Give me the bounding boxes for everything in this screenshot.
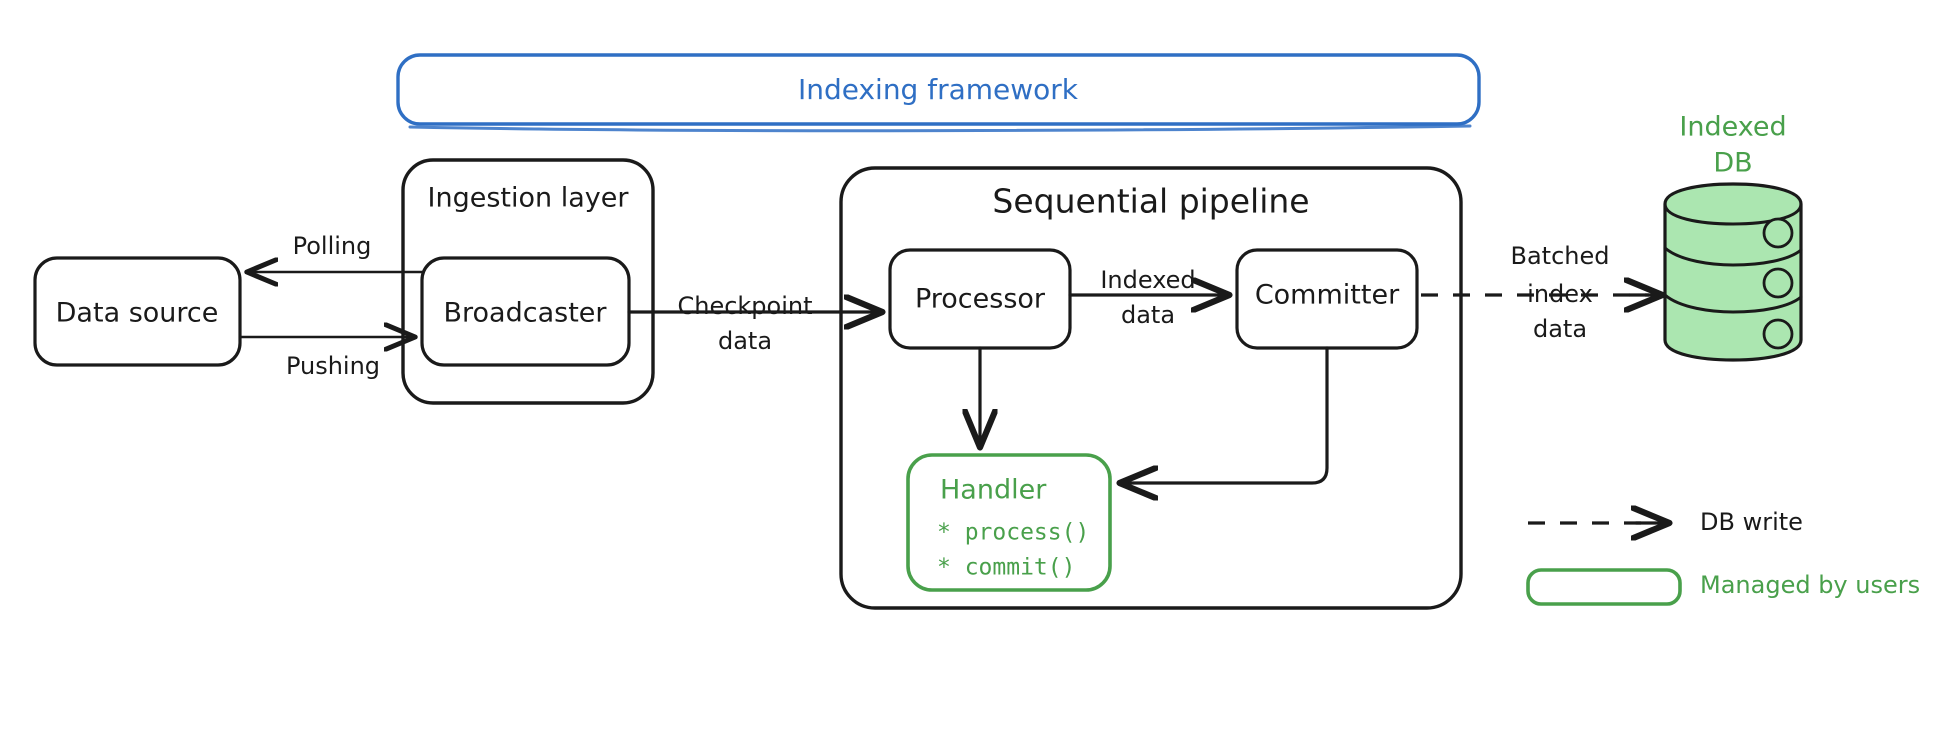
- sequential-pipeline-group: Sequential pipeline: [839, 166, 1463, 610]
- broadcaster-label-text: Broadcaster: [444, 298, 608, 329]
- indexing-framework-container: Indexing framework: [396, 53, 1481, 133]
- indexing-framework-box: [396, 53, 1481, 126]
- sequential-pipeline-label: Sequential pipeline: [992, 182, 1309, 221]
- legend-db-write-label: DB write: [1700, 508, 1803, 536]
- broadcaster-node: Broadcaster: [420, 256, 631, 367]
- data-source-box: [33, 256, 242, 367]
- db-indicator-2: [1762, 267, 1794, 299]
- processor-node: Processor: [888, 248, 1072, 350]
- checkpoint-label-line2: data: [718, 327, 772, 355]
- batched-label-line2: index: [1527, 280, 1593, 308]
- db-cylinder-top-ellipse: [1663, 202, 1803, 226]
- sequential-pipeline-box: [839, 166, 1463, 610]
- db-cylinder-band-1: [1663, 246, 1803, 267]
- handler-node: Handler * process() * commit(): [906, 453, 1112, 592]
- polling-label: Polling: [293, 232, 372, 260]
- batched-label-line1: Batched: [1511, 242, 1610, 270]
- database-cylinder-icon: [1663, 182, 1803, 362]
- indexing-framework-label: Indexing framework: [798, 73, 1079, 106]
- checkpoint-label-line1: Checkpoint: [677, 292, 812, 320]
- data-source-node: Data source: [33, 256, 242, 367]
- legend-item-managed-by-users: Managed by users: [1526, 568, 1920, 606]
- legend-managed-by-users-label: Managed by users: [1700, 571, 1920, 599]
- edge-polling: Polling: [248, 232, 424, 272]
- edge-indexed-data: Indexed data: [1068, 266, 1228, 329]
- indexed-db-label-line1: Indexed: [1679, 112, 1786, 143]
- indexed-data-label-line1: Indexed: [1100, 266, 1195, 294]
- committer-node: Committer: [1235, 248, 1419, 350]
- handler-method-commit: * commit(): [937, 555, 1075, 581]
- legend: DB write Managed by users: [1526, 508, 1920, 606]
- ingestion-layer-box: [401, 158, 655, 405]
- legend-item-db-write: DB write: [1528, 508, 1803, 536]
- indexed-data-label-line2: data: [1121, 301, 1175, 329]
- pushing-label: Pushing: [286, 352, 380, 380]
- committer-label: Committer: [1255, 280, 1400, 311]
- edge-batched-index-data: Batched index data: [1421, 242, 1661, 343]
- committer-handler-arrow-line: [1121, 346, 1329, 483]
- indexed-db-node: Indexed DB: [1663, 112, 1803, 362]
- ingestion-layer-group: Ingestion layer: [401, 158, 655, 405]
- data-source-label: Data source: [56, 298, 219, 329]
- indexing-framework-underline: [408, 124, 1472, 133]
- legend-green-swatch: [1526, 568, 1682, 606]
- handler-method-process: * process(): [937, 520, 1089, 546]
- db-cylinder-band-2: [1663, 293, 1803, 314]
- handler-box: [906, 453, 1112, 592]
- batched-label-line3: data: [1533, 315, 1587, 343]
- edge-checkpoint: Checkpoint data: [627, 292, 881, 355]
- db-indicator-1: [1762, 217, 1794, 249]
- indexed-db-label-line2: DB: [1713, 148, 1752, 179]
- ingestion-layer-label: Ingestion layer: [428, 183, 630, 214]
- edge-committer-to-handler: [1121, 346, 1329, 483]
- db-indicator-3: [1762, 318, 1794, 350]
- handler-title: Handler: [940, 475, 1047, 506]
- processor-label: Processor: [915, 284, 1046, 315]
- edge-pushing: Pushing: [238, 337, 414, 380]
